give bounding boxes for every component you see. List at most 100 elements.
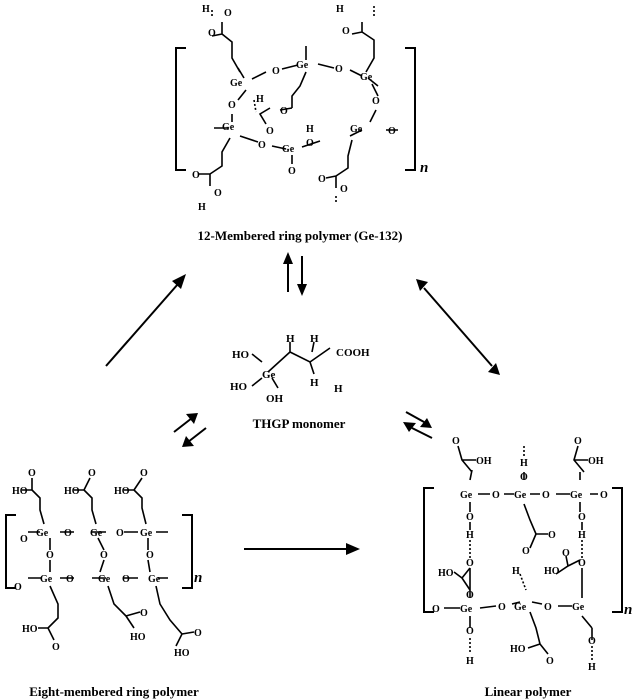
caption-monomer: THGP monomer: [253, 416, 346, 431]
svg-text:O: O: [214, 188, 222, 199]
svg-text:O: O: [122, 574, 130, 585]
svg-text:O: O: [574, 436, 582, 447]
svg-text:Ge: Ge: [36, 528, 49, 539]
ring12-ge-1: Ge: [230, 78, 243, 89]
caption-ring12: 12-Membered ring polymer (Ge-132): [198, 228, 403, 243]
svg-text:Ge: Ge: [90, 528, 103, 539]
svg-text:O: O: [318, 174, 326, 185]
svg-text:HO: HO: [22, 624, 38, 635]
svg-text:O: O: [546, 656, 554, 667]
svg-text:H: H: [310, 377, 319, 389]
svg-text:O: O: [20, 534, 28, 545]
svg-text:O: O: [466, 558, 474, 569]
svg-text:Ge: Ge: [570, 490, 583, 501]
svg-text:H: H: [334, 383, 343, 395]
svg-text:Ge: Ge: [514, 490, 527, 501]
svg-text:HO: HO: [232, 349, 250, 361]
svg-text:O: O: [522, 546, 530, 557]
svg-text:Ge: Ge: [460, 490, 473, 501]
svg-text:O: O: [562, 548, 570, 559]
ring8-structure: n Ge Ge Ge Ge Ge Ge O O O O O O O O O HO…: [5, 468, 202, 659]
svg-text:O: O: [466, 590, 474, 601]
svg-text:O: O: [88, 468, 96, 479]
ring12-ge-5: Ge: [282, 144, 295, 155]
svg-text:H: H: [588, 662, 596, 673]
svg-text:Ge: Ge: [514, 602, 527, 613]
svg-text:HO: HO: [510, 644, 526, 655]
ring12-ge-4: Ge: [222, 122, 235, 133]
svg-text:H: H: [578, 530, 586, 541]
svg-text:O: O: [14, 582, 22, 593]
svg-text:O: O: [28, 468, 36, 479]
svg-text:O: O: [224, 8, 232, 19]
svg-text:O: O: [272, 66, 280, 77]
svg-text:Ge: Ge: [262, 369, 276, 381]
svg-text:O: O: [578, 558, 586, 569]
caption-linear: Linear polymer: [485, 684, 572, 699]
svg-text:HO: HO: [130, 632, 146, 643]
svg-text:H: H: [520, 458, 528, 469]
svg-text:O: O: [520, 472, 528, 483]
svg-text:H: H: [336, 4, 344, 15]
svg-text:H: H: [286, 333, 295, 345]
ring12-right-bracket: [405, 47, 416, 171]
svg-text:O: O: [266, 126, 274, 137]
svg-text:O: O: [288, 166, 296, 177]
svg-text:O: O: [100, 550, 108, 561]
svg-text:O: O: [208, 28, 216, 39]
svg-text:Ge: Ge: [148, 574, 161, 585]
svg-text:H: H: [202, 4, 210, 15]
svg-text:O: O: [548, 530, 556, 541]
svg-text:O: O: [588, 636, 596, 647]
ring12-ge-2: Ge: [296, 60, 309, 71]
svg-text:O: O: [432, 604, 440, 615]
svg-text:O: O: [66, 574, 74, 585]
svg-text:O: O: [340, 184, 348, 195]
svg-text:Ge: Ge: [40, 574, 53, 585]
svg-text:O: O: [492, 490, 500, 501]
svg-text:O: O: [194, 628, 202, 639]
svg-text:O: O: [140, 468, 148, 479]
svg-text:HO: HO: [12, 486, 28, 497]
svg-text:H: H: [256, 94, 264, 105]
svg-text:O: O: [542, 490, 550, 501]
caption-ring8: Eight-membered ring polymer: [29, 684, 199, 699]
svg-text:O: O: [388, 126, 396, 137]
svg-text:O: O: [192, 170, 200, 181]
ring12-repeat-n: n: [420, 160, 428, 176]
svg-text:O: O: [544, 602, 552, 613]
svg-text:O: O: [46, 550, 54, 561]
svg-text:O: O: [280, 106, 288, 117]
svg-text:OH: OH: [588, 456, 604, 467]
svg-text:HO: HO: [64, 486, 80, 497]
svg-text:O: O: [342, 26, 350, 37]
svg-text:HO: HO: [114, 486, 130, 497]
ring12-ge-3: Ge: [360, 72, 373, 83]
ring12-left-bracket: [175, 47, 186, 171]
svg-text:O: O: [600, 490, 608, 501]
svg-text:O: O: [64, 528, 72, 539]
svg-text:H: H: [198, 202, 206, 213]
svg-text:O: O: [140, 608, 148, 619]
svg-text:O: O: [498, 602, 506, 613]
svg-text:H: H: [512, 566, 520, 577]
svg-text:O: O: [146, 550, 154, 561]
thgp-monomer: HO HO Ge OH H H H H COOH: [230, 333, 370, 405]
svg-text:O: O: [116, 528, 124, 539]
svg-text:OH: OH: [266, 393, 284, 405]
ring8-repeat-n: n: [194, 570, 202, 586]
svg-text:O: O: [306, 138, 314, 149]
svg-text:H: H: [466, 530, 474, 541]
svg-text:Ge: Ge: [460, 604, 473, 615]
svg-text:O: O: [258, 140, 266, 151]
svg-text:O: O: [335, 64, 343, 75]
ring12-ge-6: Ge: [350, 124, 363, 135]
svg-text:O: O: [228, 100, 236, 111]
svg-text:O: O: [466, 626, 474, 637]
svg-text:O: O: [52, 642, 60, 653]
svg-text:HO: HO: [230, 381, 248, 393]
svg-text:O: O: [372, 96, 380, 107]
svg-text:Ge: Ge: [98, 574, 111, 585]
arrows: [105, 252, 500, 555]
